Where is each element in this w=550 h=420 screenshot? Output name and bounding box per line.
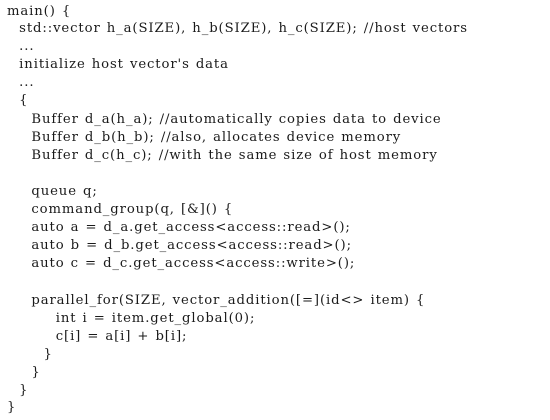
code-line-20: }: [7, 347, 53, 362]
code-line-13: auto a = d_a.get_access<access::read>();: [7, 220, 351, 235]
code-line-3: ...: [7, 39, 35, 54]
code-line-7: Buffer d_a(h_a); //automatically copies …: [7, 112, 442, 127]
code-line-21: }: [7, 365, 41, 380]
code-line-14: auto b = d_b.get_access<access::read>();: [7, 238, 352, 253]
code-line-12: command_group(q, [&]() {: [7, 202, 234, 217]
code-line-22: }: [7, 383, 29, 398]
code-listing: main() { std::vector h_a(SIZE), h_b(SIZE…: [7, 3, 547, 417]
code-line-11: queue q;: [7, 184, 98, 199]
code-line-9: Buffer d_c(h_c); //with the same size of…: [7, 148, 438, 163]
code-line-8: Buffer d_b(h_b); //also, allocates devic…: [7, 130, 402, 145]
code-line-6: {: [7, 93, 29, 108]
code-line-23: }: [7, 400, 17, 415]
code-line-15: auto c = d_c.get_access<access::write>()…: [7, 256, 356, 271]
code-line-5: ...: [7, 75, 35, 90]
code-line-4: initialize host vector's data: [7, 57, 229, 72]
code-line-1: main() {: [7, 4, 72, 19]
code-line-19: c[i] = a[i] + b[i];: [7, 329, 188, 344]
code-line-18: int i = item.get_global(0);: [7, 311, 256, 326]
code-line-17: parallel_for(SIZE, vector_addition([=](i…: [7, 293, 426, 308]
code-line-2: std::vector h_a(SIZE), h_b(SIZE), h_c(SI…: [7, 21, 468, 36]
